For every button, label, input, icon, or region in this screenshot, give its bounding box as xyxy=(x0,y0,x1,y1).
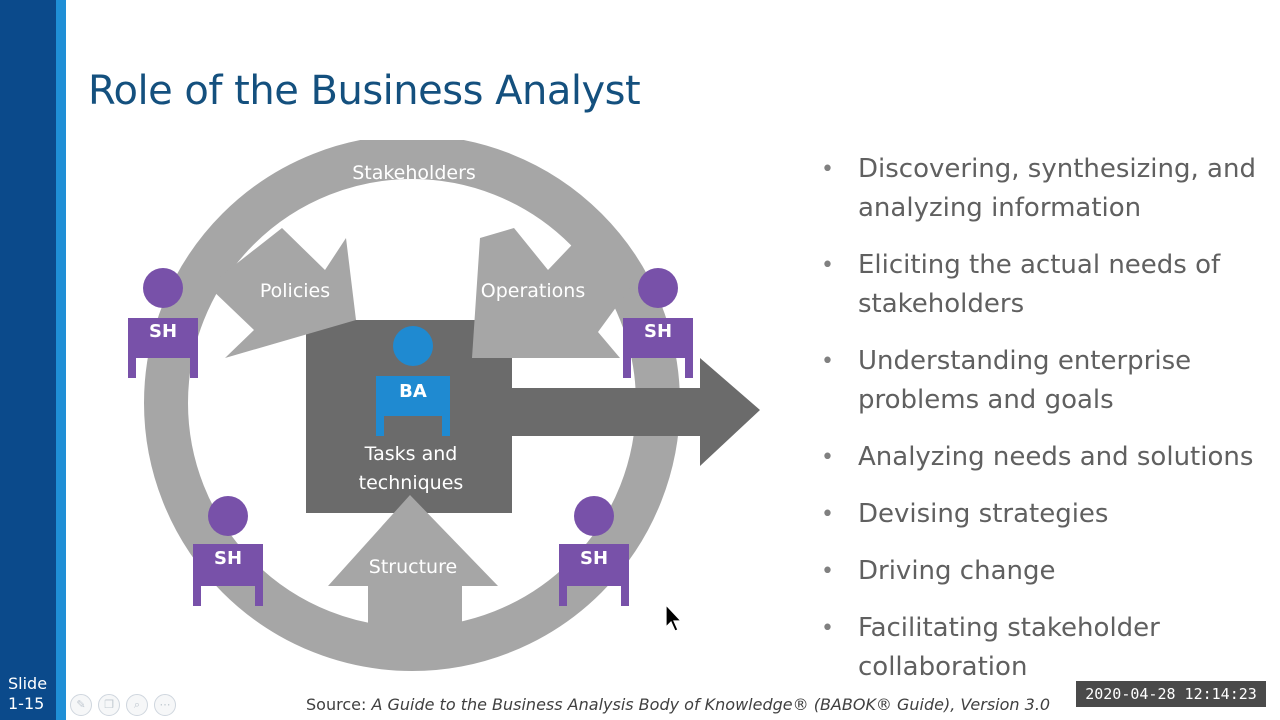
zoom-icon[interactable]: ⌕ xyxy=(126,694,148,716)
source-title: A Guide to the Business Analysis Body of… xyxy=(371,695,1051,714)
sh-label: SH xyxy=(644,321,672,342)
operations-arrow xyxy=(472,228,636,358)
slide-indicator: Slide 1-15 xyxy=(2,674,56,714)
structure-arrow xyxy=(328,495,498,630)
left-sidebar-bar xyxy=(0,0,56,720)
bullet-item: Understanding enterprise problems and go… xyxy=(818,342,1268,420)
copy-icon[interactable]: ❐ xyxy=(98,694,120,716)
sh-label: SH xyxy=(214,548,242,569)
more-icon[interactable]: ⋯ xyxy=(154,694,176,716)
slide-label: Slide xyxy=(8,674,48,693)
sh-label: SH xyxy=(149,321,177,342)
slide-title: Role of the Business Analyst xyxy=(88,68,641,114)
sh-label: SH xyxy=(580,548,608,569)
bullet-item: Driving change xyxy=(818,552,1268,591)
bullet-item: Analyzing needs and solutions xyxy=(818,438,1268,477)
source-prefix: Source: xyxy=(306,695,372,714)
stakeholder-icon xyxy=(128,268,198,378)
operations-label: Operations xyxy=(481,280,585,302)
ring-label: Stakeholders xyxy=(352,162,476,184)
ba-person-icon xyxy=(376,326,450,436)
ba-label: BA xyxy=(399,381,427,402)
bullet-list: Discovering, synthesizing, and analyzing… xyxy=(818,150,1268,705)
recording-timestamp: 2020-04-28 12:14:23 xyxy=(1076,681,1266,707)
output-arrow xyxy=(500,358,760,466)
bullet-item: Devising strategies xyxy=(818,495,1268,534)
bullet-item: Eliciting the actual needs of stakeholde… xyxy=(818,246,1268,324)
structure-label: Structure xyxy=(369,556,457,578)
left-accent-stripe xyxy=(56,0,66,720)
bullet-item: Facilitating stakeholder collaboration xyxy=(818,609,1268,687)
policies-label: Policies xyxy=(260,280,330,302)
slide-number: 1-15 xyxy=(8,694,45,713)
stakeholder-icon xyxy=(623,268,693,378)
mouse-cursor-icon xyxy=(665,603,683,632)
stakeholder-icon xyxy=(559,496,629,606)
policies-arrow xyxy=(208,228,356,358)
center-label-line1: Tasks and xyxy=(364,443,458,465)
slide-toolbar: ✎ ❐ ⌕ ⋯ xyxy=(70,694,176,716)
stakeholder-icon xyxy=(193,496,263,606)
pen-icon[interactable]: ✎ xyxy=(70,694,92,716)
bullet-item: Discovering, synthesizing, and analyzing… xyxy=(818,150,1268,228)
ba-role-diagram: Stakeholders Policies Operations Structu… xyxy=(128,140,760,671)
center-label-line2: techniques xyxy=(359,472,464,494)
source-citation: Source: A Guide to the Business Analysis… xyxy=(306,695,1050,714)
